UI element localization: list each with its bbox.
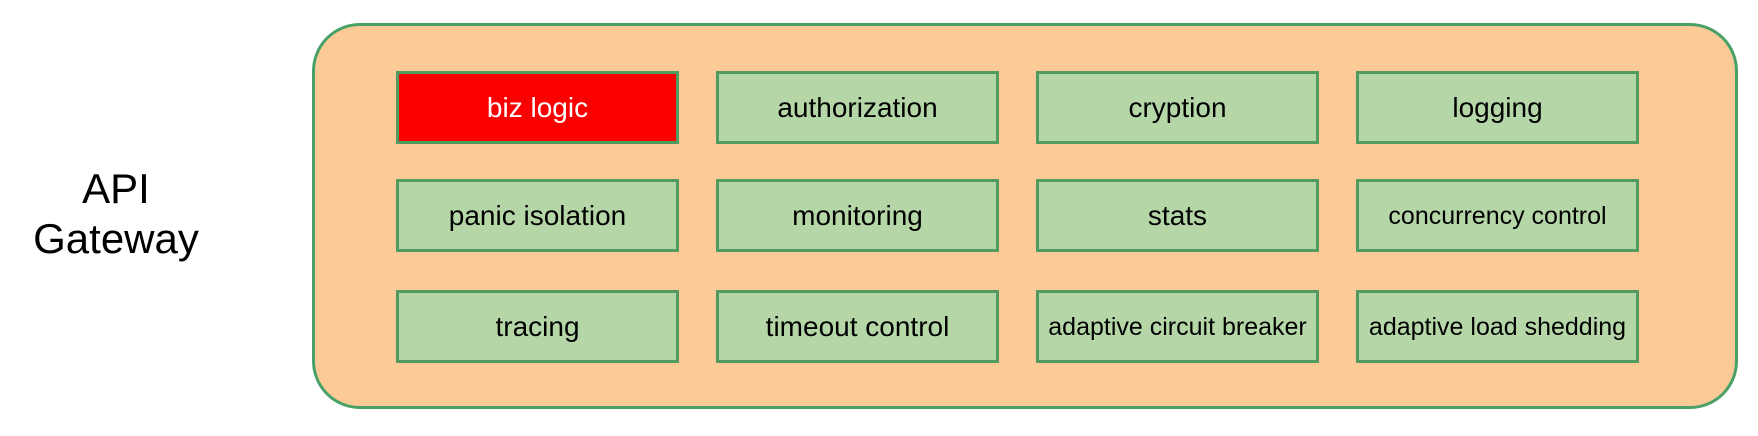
box-stats: stats [1036, 179, 1319, 252]
box-authorization: authorization [716, 71, 999, 144]
box-logging: logging [1356, 71, 1639, 144]
box-panic-isolation: panic isolation [396, 179, 679, 252]
box-cryption: cryption [1036, 71, 1319, 144]
api-gateway-title: API Gateway [33, 165, 199, 262]
box-concurrency-control: concurrency control [1356, 179, 1639, 252]
box-monitoring: monitoring [716, 179, 999, 252]
box-adaptive-circuit-breaker: adaptive circuit breaker [1036, 290, 1319, 363]
box-biz-logic: biz logic [396, 71, 679, 144]
api-gateway-container: biz logic authorization cryption logging… [312, 23, 1738, 409]
box-tracing: tracing [396, 290, 679, 363]
box-adaptive-load-shedding: adaptive load shedding [1356, 290, 1639, 363]
box-timeout-control: timeout control [716, 290, 999, 363]
